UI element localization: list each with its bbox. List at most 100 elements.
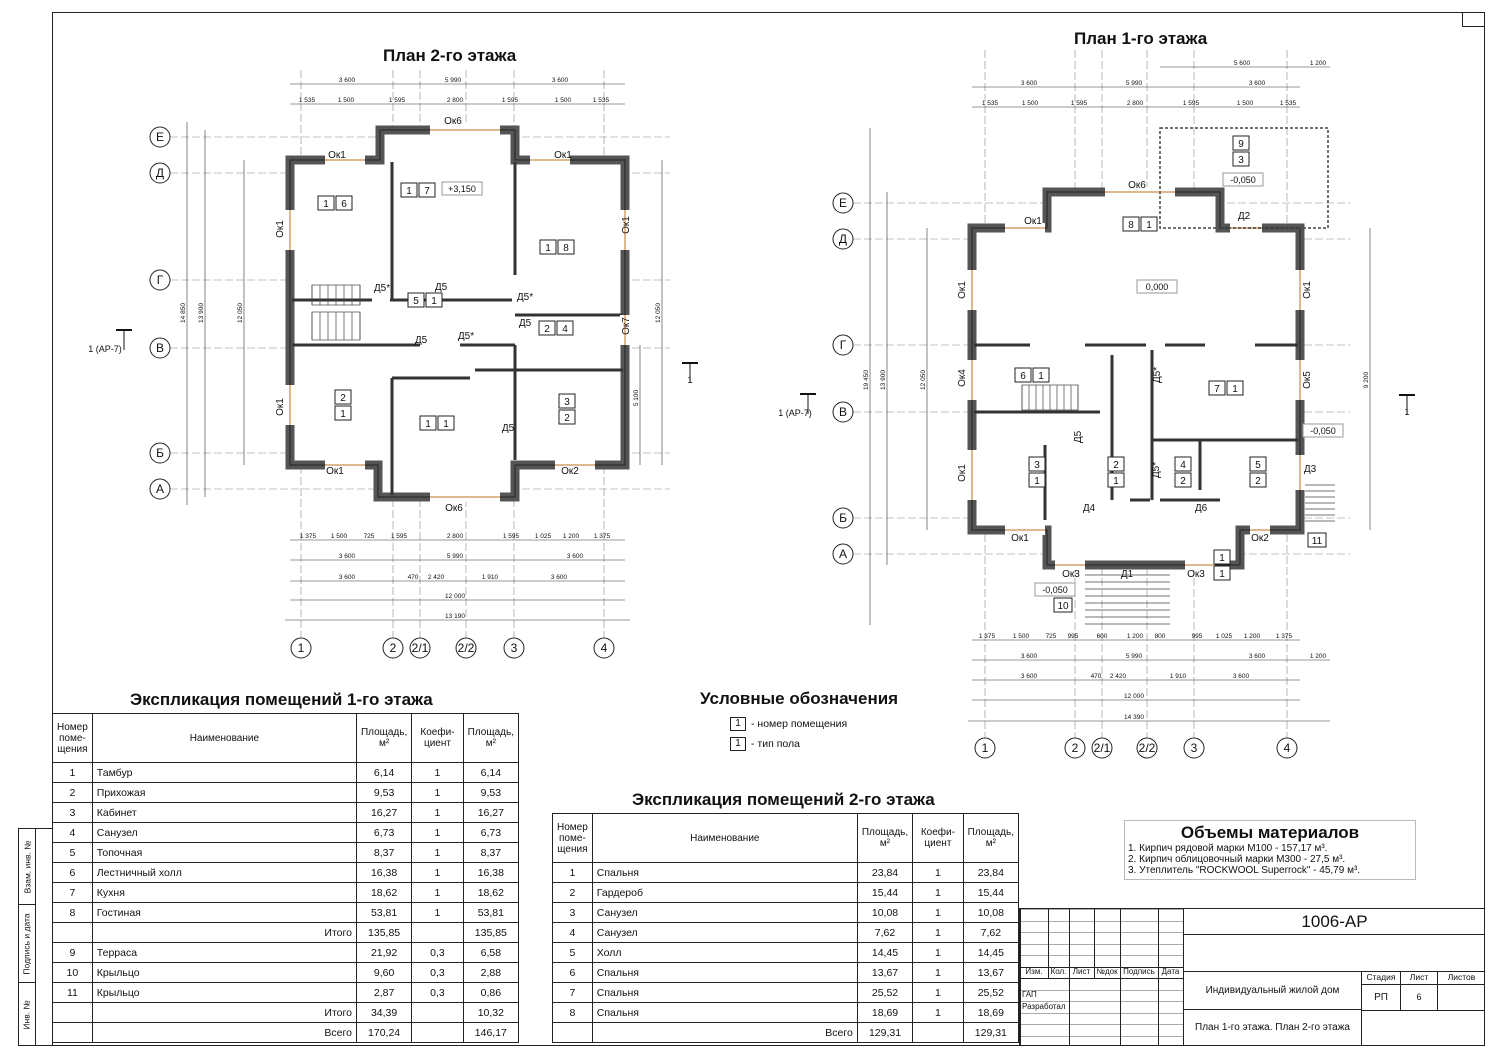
- table1-title: Экспликация помещений 1-го этажа: [130, 690, 433, 709]
- table-cell: 1: [912, 962, 964, 983]
- table-cell: 1: [411, 902, 464, 923]
- column-header: Площадь, м²: [856, 813, 914, 863]
- table-cell: 13,67: [856, 962, 914, 983]
- room-number: 11: [1312, 536, 1323, 547]
- legend-text: - тип пола: [751, 738, 800, 750]
- table-cell: 21,92: [355, 942, 413, 963]
- axis-bubble: [832, 543, 854, 565]
- floor-type: 1: [1113, 476, 1119, 487]
- floor-type-box: [1107, 472, 1125, 488]
- floor-type-box: [425, 292, 443, 308]
- dimension-label: 1 200: [1127, 633, 1144, 640]
- axis-label-2/2: 2/2: [458, 641, 475, 655]
- opening-label: Ок1: [1302, 281, 1313, 299]
- table-cell: 5: [52, 842, 93, 863]
- stamp-row-line: [1020, 909, 1183, 910]
- dimension-label: 1 595: [391, 533, 408, 540]
- room-number-box: [1213, 549, 1231, 565]
- table-cell: 1: [912, 922, 964, 943]
- table-cell: 1: [552, 862, 593, 883]
- stamp-row-line: [1020, 989, 1183, 991]
- table-cell: 1: [912, 1002, 964, 1023]
- opening-label: Д5*: [1152, 367, 1163, 383]
- table-cell: 8: [52, 902, 93, 923]
- project-code: 1006-АР: [1183, 909, 1485, 935]
- materials-item: 3. Утеплитель "ROCKWOOL Superrock" - 45,…: [1128, 865, 1361, 876]
- opening-label: Ок2: [561, 466, 579, 477]
- stamp-row-line: [1020, 920, 1183, 922]
- table-cell: [52, 1022, 93, 1043]
- floor-type-box: [1028, 472, 1046, 488]
- room-number-box: [407, 292, 425, 308]
- opening-label: Д5*: [458, 331, 474, 342]
- section-label: 1: [687, 375, 692, 385]
- dimension-label: 1 500: [331, 533, 348, 540]
- dimension-label: 1 595: [389, 97, 406, 104]
- table-cell: 1: [411, 802, 464, 823]
- table-cell: 1: [912, 882, 964, 903]
- axis-label-Б: Б: [156, 446, 164, 460]
- legend-item-room-number: 1- номер помещения: [730, 714, 847, 734]
- table-cell: 1: [411, 782, 464, 803]
- table-cell: 1: [52, 762, 93, 783]
- table-cell: 25,52: [856, 982, 914, 1003]
- axis-label-А: А: [156, 482, 164, 496]
- stamp-row-line: [1020, 1024, 1183, 1025]
- opening-label: Д5: [1073, 430, 1084, 443]
- room-number: 5: [1255, 460, 1261, 471]
- side-stamp-label: Подпись и дата: [22, 912, 33, 975]
- room-number-box: [1307, 532, 1327, 548]
- table-cell: Итого: [91, 1002, 357, 1023]
- opening-label: Ок5: [1302, 371, 1313, 389]
- floor-type: 1: [1219, 569, 1225, 580]
- floor-type-box: [334, 405, 352, 421]
- opening-label: Ок1: [621, 216, 632, 234]
- dimension-label: 2 800: [1127, 100, 1144, 107]
- column-header: Наименование: [591, 813, 858, 863]
- dimension-label: 1 025: [535, 533, 552, 540]
- table-cell: Крыльцо: [91, 982, 357, 1003]
- floor-type: 1: [1146, 220, 1152, 231]
- axis-bubble: [1091, 737, 1113, 759]
- dimension-label: 1 500: [1237, 100, 1254, 107]
- dimension-label: 1 910: [482, 574, 499, 581]
- dimension-label: 2 420: [1110, 673, 1127, 680]
- table-cell: 6: [552, 962, 593, 983]
- axis-bubble: [409, 637, 431, 659]
- sheet-label: Лист: [1400, 972, 1437, 985]
- table-cell: 18,62: [462, 882, 520, 903]
- room-number: 4: [1180, 460, 1186, 471]
- dimension-label: 725: [364, 533, 375, 540]
- dimension-label: 3 600: [1249, 653, 1266, 660]
- table-cell: 1: [912, 942, 964, 963]
- table-cell: 9,53: [462, 782, 520, 803]
- room-number: 8: [1128, 220, 1134, 231]
- floor-type: 2: [564, 413, 570, 424]
- floor-type: 8: [563, 243, 569, 254]
- table-cell: 146,17: [462, 1022, 520, 1043]
- table-cell: 14,45: [856, 942, 914, 963]
- table-cell: 129,31: [962, 1022, 1020, 1043]
- room-number-box: [1053, 597, 1073, 613]
- column-header: Площадь, м²: [355, 713, 413, 763]
- sheets-label: Листов: [1437, 972, 1485, 985]
- table-cell: [552, 1022, 593, 1043]
- column-header: Площадь, м²: [462, 713, 520, 763]
- column-header: Номер поме- щения: [552, 813, 593, 863]
- table-cell: 8: [552, 1002, 593, 1023]
- floor-type-box: [418, 182, 436, 198]
- table-cell: 2: [552, 882, 593, 903]
- opening-label: Ок3: [1062, 569, 1080, 580]
- axis-label-2: 2: [390, 641, 397, 655]
- room-number-box: [334, 389, 352, 405]
- column-header: Наименование: [91, 713, 357, 763]
- opening-label: Ок1: [326, 466, 344, 477]
- stamp-col-line: [1048, 909, 1049, 978]
- axis-bubble: [1183, 737, 1205, 759]
- table-cell: 14,45: [962, 942, 1020, 963]
